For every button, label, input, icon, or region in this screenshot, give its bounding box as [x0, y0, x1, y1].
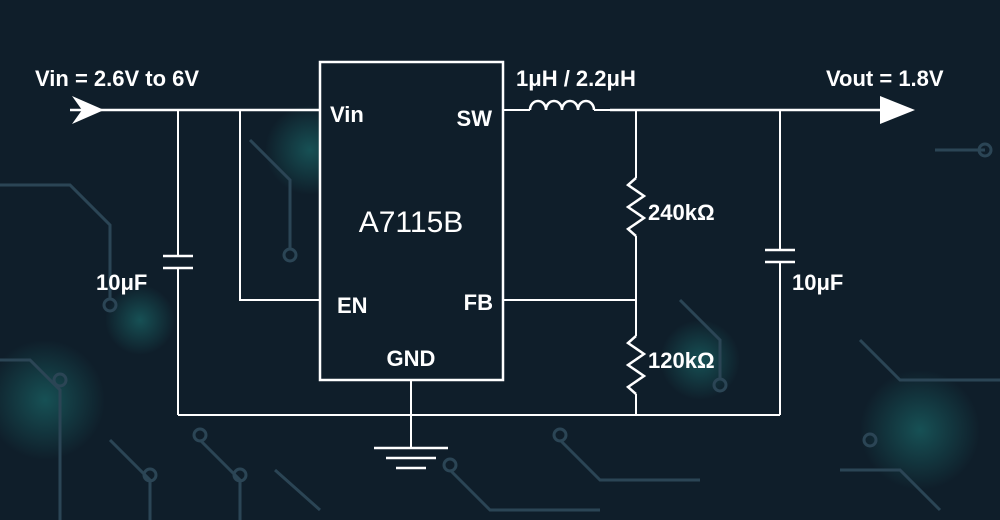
- ic-name: A7115B: [359, 206, 464, 239]
- output-capacitor: [765, 110, 795, 415]
- r-bottom-label: 120kΩ: [648, 348, 715, 373]
- output-rail: [610, 96, 915, 124]
- pin-en-label: EN: [337, 293, 368, 318]
- en-wire: [239, 110, 320, 301]
- inductor-label: 1μH / 2.2μH: [516, 66, 636, 91]
- resistor-top: [625, 110, 647, 300]
- output-cap-label: 10μF: [792, 270, 843, 295]
- background-pcb-traces: [0, 105, 1000, 520]
- pin-vin-label: Vin: [330, 102, 364, 127]
- input-voltage-label: Vin = 2.6V to 6V: [35, 66, 199, 91]
- input-capacitor: [163, 110, 193, 415]
- input-cap-label: 10μF: [96, 270, 147, 295]
- ground-icon: [374, 415, 448, 470]
- resistor-bottom: [625, 300, 647, 415]
- output-voltage-label: Vout = 1.8V: [826, 66, 944, 91]
- r-top-label: 240kΩ: [648, 200, 715, 225]
- output-arrow-icon: [880, 96, 915, 124]
- ic-body: [318, 60, 505, 382]
- input-rail: [70, 96, 320, 124]
- pin-fb-label: FB: [464, 290, 493, 315]
- pin-sw-label: SW: [457, 106, 493, 131]
- pin-gnd-label: GND: [387, 346, 436, 371]
- inductor: [503, 99, 610, 111]
- input-arrow-icon: [72, 96, 104, 124]
